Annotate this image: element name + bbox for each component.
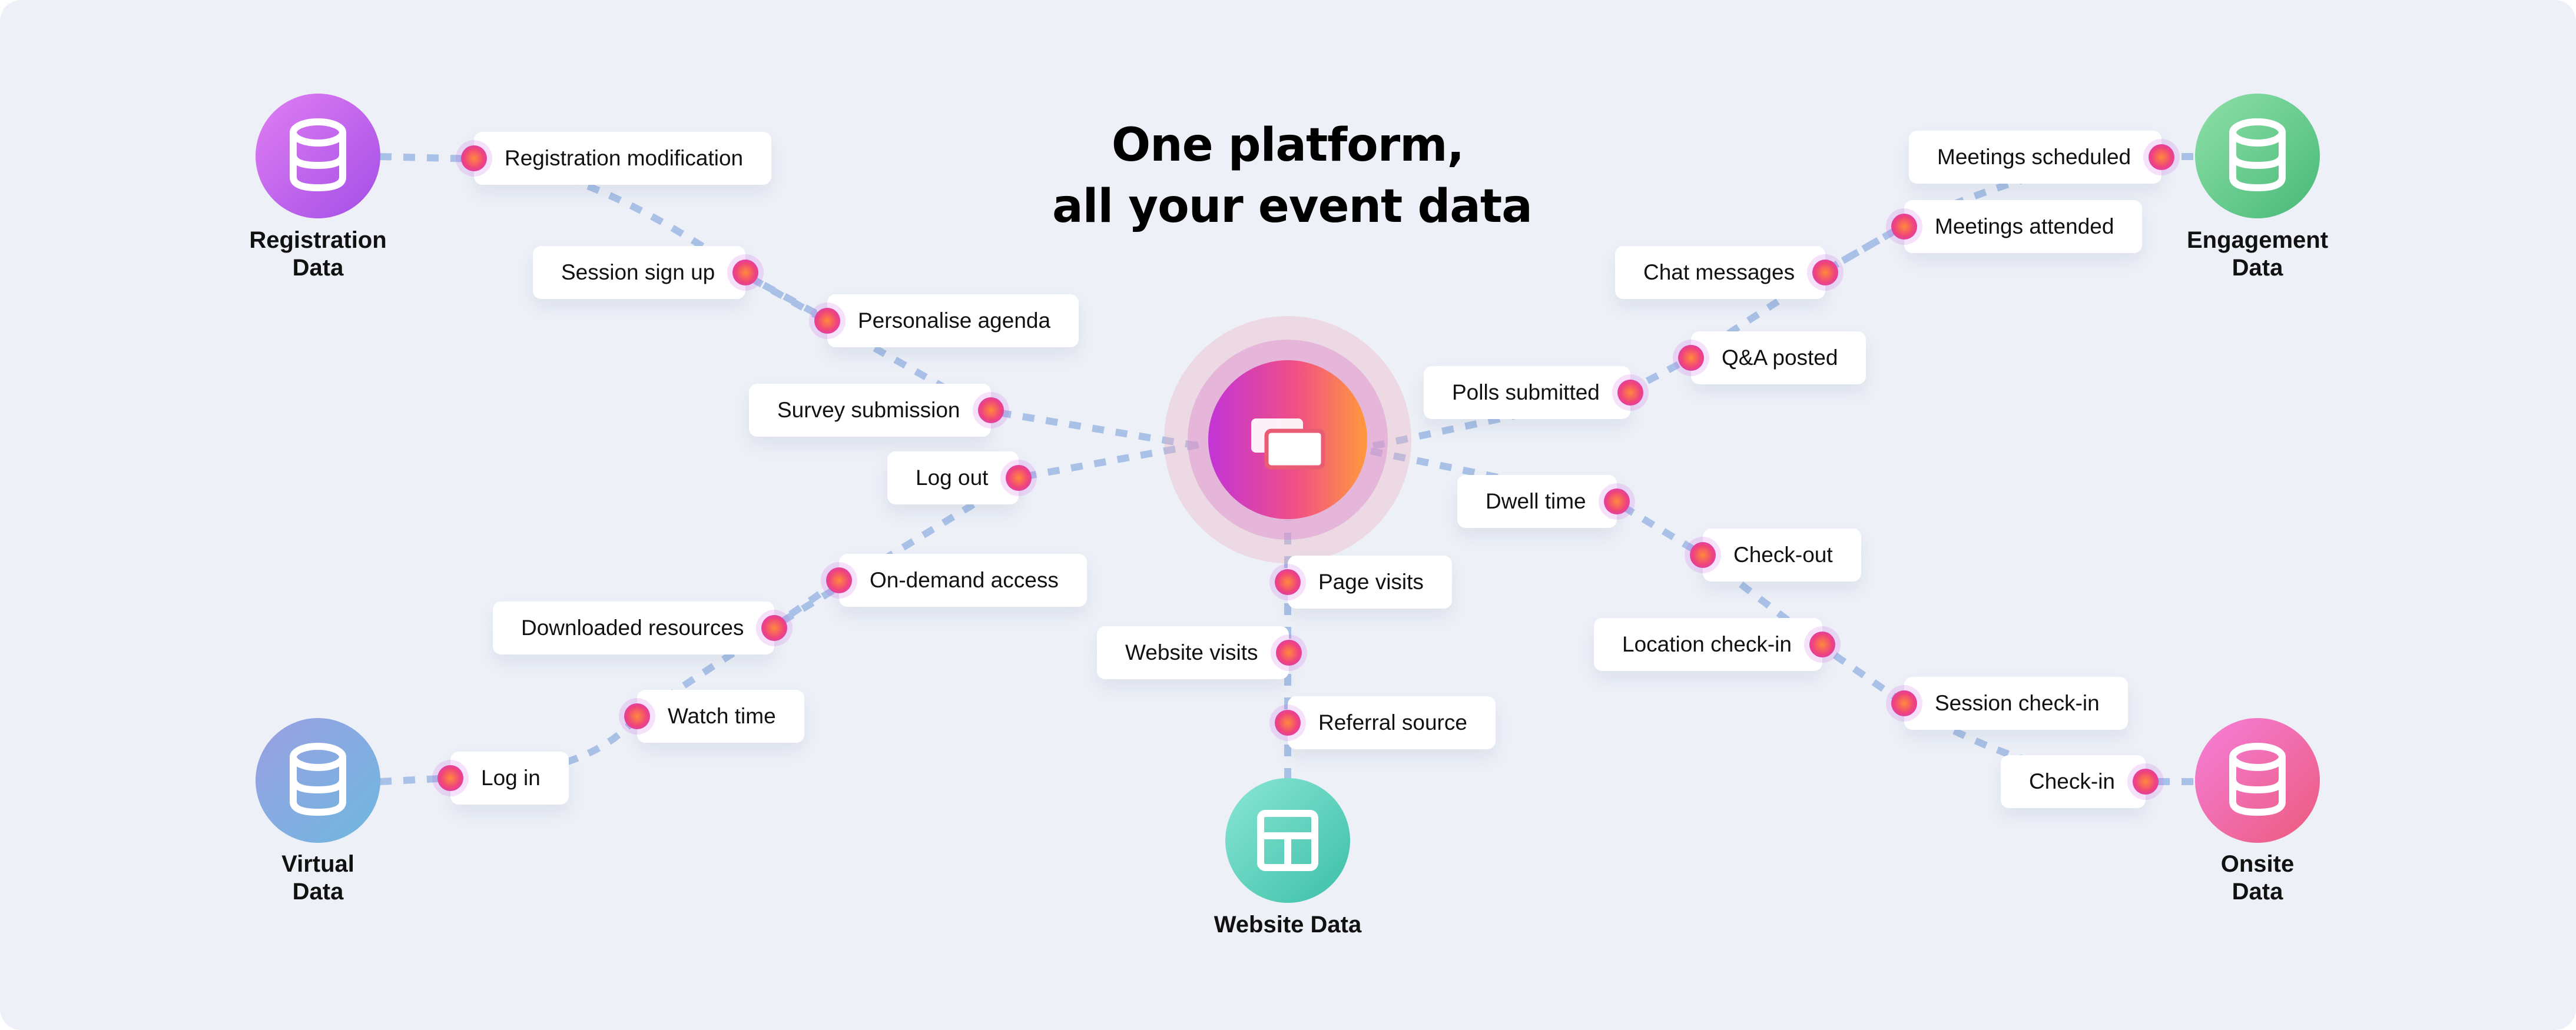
registration-data-label: Registration Data bbox=[249, 227, 387, 281]
label-downloaded-resources: Downloaded resources bbox=[493, 602, 788, 654]
label-log-out: Log out bbox=[887, 451, 1032, 504]
connector-chat bbox=[1821, 222, 1906, 276]
node-dot bbox=[1678, 345, 1704, 371]
node-dot bbox=[1275, 569, 1301, 595]
layout-icon bbox=[1257, 810, 1318, 871]
node-dot bbox=[1006, 465, 1032, 491]
label-watch-time: Watch time bbox=[624, 690, 804, 743]
database-icon bbox=[2229, 743, 2286, 816]
database-icon bbox=[290, 118, 346, 192]
node-dot bbox=[1275, 640, 1302, 666]
node-dot bbox=[461, 145, 487, 171]
label-meetings-scheduled: Meetings scheduled bbox=[1909, 131, 2175, 184]
onsite-data-label: Onsite Data bbox=[2220, 851, 2295, 905]
database-icon bbox=[290, 743, 346, 816]
node-dot bbox=[1690, 542, 1716, 568]
label-personalise-agenda: Personalise agenda bbox=[814, 294, 1079, 347]
engagement-data-label: Engagement Data bbox=[2186, 227, 2329, 281]
website-data-node bbox=[1225, 778, 1350, 903]
label-session-sign-up: Session sign up bbox=[533, 246, 759, 299]
title-line-2: all your event data bbox=[1052, 180, 1533, 233]
node-dot bbox=[1275, 710, 1301, 736]
label-meetings-attended: Meetings attended bbox=[1891, 200, 2143, 253]
label-on-demand-access: On-demand access bbox=[826, 554, 1087, 607]
label-chat-messages: Chat messages bbox=[1615, 246, 1839, 299]
title-line-1: One platform, bbox=[1111, 119, 1464, 172]
label-session-check-in: Session check-in bbox=[1891, 677, 2128, 730]
node-dot bbox=[437, 765, 463, 791]
central-hub bbox=[1208, 360, 1367, 519]
virtual-data-label: Virtual Data bbox=[281, 851, 354, 905]
engagement-data-node bbox=[2195, 94, 2320, 218]
node-dot bbox=[1603, 489, 1630, 514]
node-dot bbox=[2133, 769, 2159, 795]
label-registration-modification: Registration modification bbox=[461, 132, 772, 185]
node-dot bbox=[761, 615, 788, 641]
virtual-data-node bbox=[256, 718, 380, 843]
label-qa-posted: Q&A posted bbox=[1678, 331, 1866, 384]
chat-bubbles-icon bbox=[1251, 418, 1325, 470]
node-dot bbox=[814, 308, 840, 334]
label-log-in: Log in bbox=[437, 752, 569, 805]
node-dot bbox=[977, 397, 1004, 423]
node-dot bbox=[1812, 260, 1839, 285]
onsite-data-node bbox=[2195, 718, 2320, 843]
database-icon bbox=[2229, 118, 2286, 192]
label-check-in: Check-in bbox=[2001, 755, 2159, 808]
registration-data-node bbox=[256, 94, 380, 218]
node-dot bbox=[624, 703, 650, 729]
label-website-visits: Website visits bbox=[1097, 626, 1302, 679]
node-dot bbox=[2149, 144, 2175, 170]
label-page-visits: Page visits bbox=[1275, 556, 1452, 609]
label-survey-submission: Survey submission bbox=[749, 384, 1004, 437]
node-dot bbox=[826, 567, 852, 593]
node-dot bbox=[732, 260, 759, 285]
website-data-label: Website Data bbox=[1214, 912, 1362, 938]
label-polls-submitted: Polls submitted bbox=[1424, 366, 1643, 419]
connector-session-sign-up bbox=[741, 270, 829, 323]
label-check-out: Check-out bbox=[1690, 529, 1861, 582]
label-referral-source: Referral source bbox=[1275, 696, 1496, 749]
node-dot bbox=[1891, 690, 1917, 716]
node-dot bbox=[1891, 214, 1917, 240]
node-dot bbox=[1809, 632, 1835, 657]
node-dot bbox=[1617, 380, 1643, 406]
page-title: One platform, all your event data bbox=[1052, 115, 1533, 237]
label-location-check-in: Location check-in bbox=[1594, 618, 1835, 671]
label-dwell-time: Dwell time bbox=[1457, 475, 1630, 528]
